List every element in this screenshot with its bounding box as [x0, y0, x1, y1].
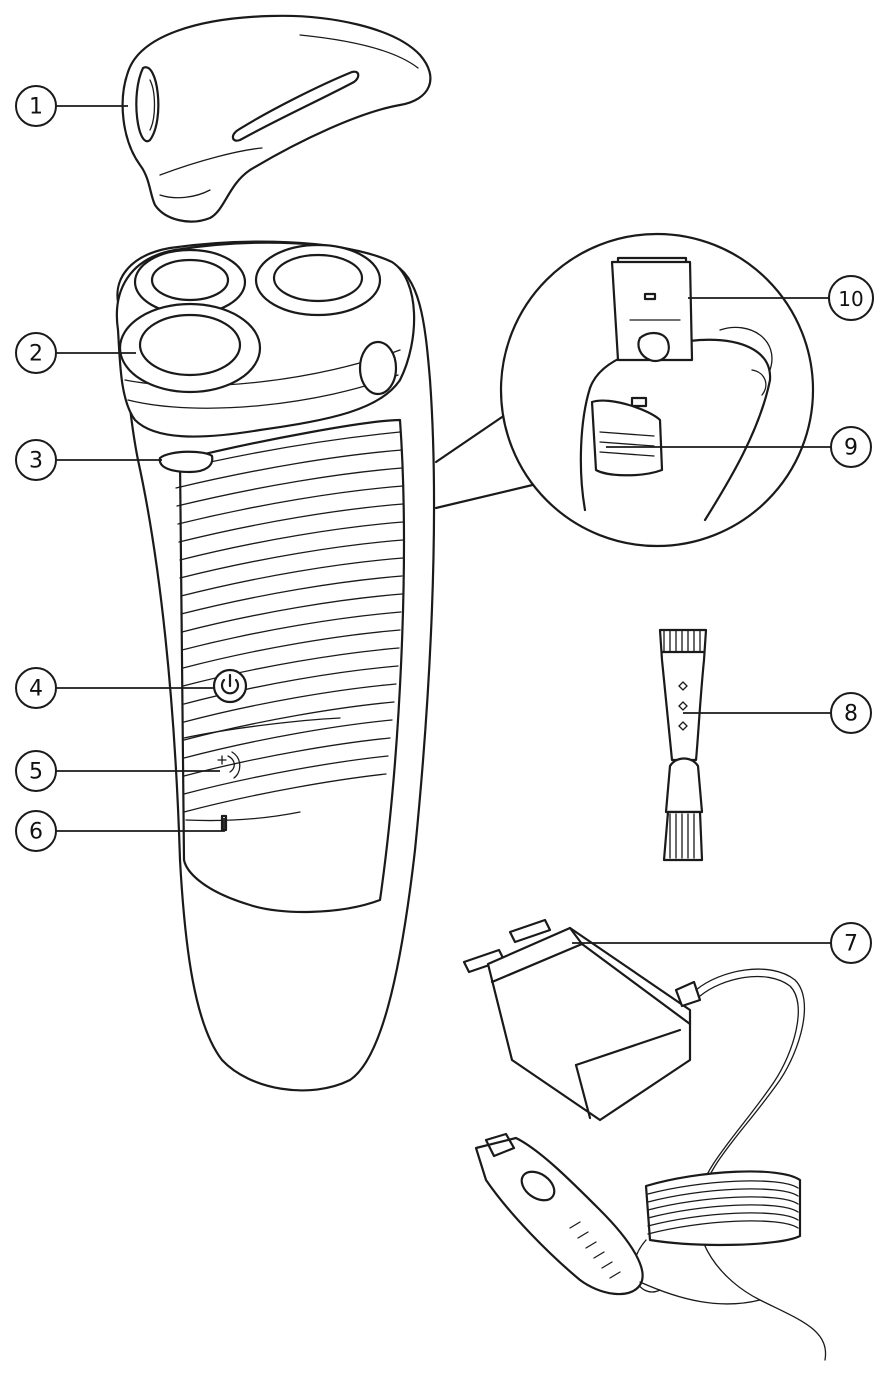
zoom-line-upper: [434, 413, 507, 464]
release-button: [158, 450, 214, 474]
callout-10-label: 10: [838, 287, 863, 311]
protection-cap: [121, 14, 432, 223]
callout-4: 4: [15, 667, 57, 709]
callout-1-label: 1: [29, 95, 43, 120]
callout-7: 7: [830, 922, 872, 964]
callout-6: 6: [15, 810, 57, 852]
shaving-head-top-right: [254, 243, 382, 317]
shaving-head-front: [118, 302, 262, 394]
callout-8: 8: [830, 692, 872, 734]
callout-6-label: 6: [29, 820, 43, 845]
callout-4-label: 4: [29, 677, 43, 702]
trimmer-inset: [499, 232, 815, 548]
callout-5: 5: [15, 750, 57, 792]
on-off-button: [212, 668, 248, 704]
callout-3: 3: [15, 439, 57, 481]
callout-9-label: 9: [844, 436, 858, 461]
shaver-body: [115, 240, 436, 1092]
grip-ridges: [174, 431, 404, 813]
callout-8-label: 8: [844, 702, 858, 727]
leader-lines: [56, 105, 833, 944]
callout-10: 10: [828, 275, 874, 321]
side-knob: [358, 340, 398, 396]
callout-7-label: 7: [844, 932, 858, 957]
callout-5-label: 5: [29, 760, 43, 785]
battery-symbol: [217, 751, 241, 779]
callout-1: 1: [15, 85, 57, 127]
callout-2-label: 2: [29, 342, 43, 367]
zoom-line-lower: [434, 480, 547, 510]
power-adapter: [462, 918, 702, 1122]
power-cord: [474, 968, 827, 1361]
callout-3-label: 3: [29, 449, 43, 474]
callout-2: 2: [15, 332, 57, 374]
callout-9: 9: [830, 426, 872, 468]
cleaning-brush: [658, 628, 708, 862]
